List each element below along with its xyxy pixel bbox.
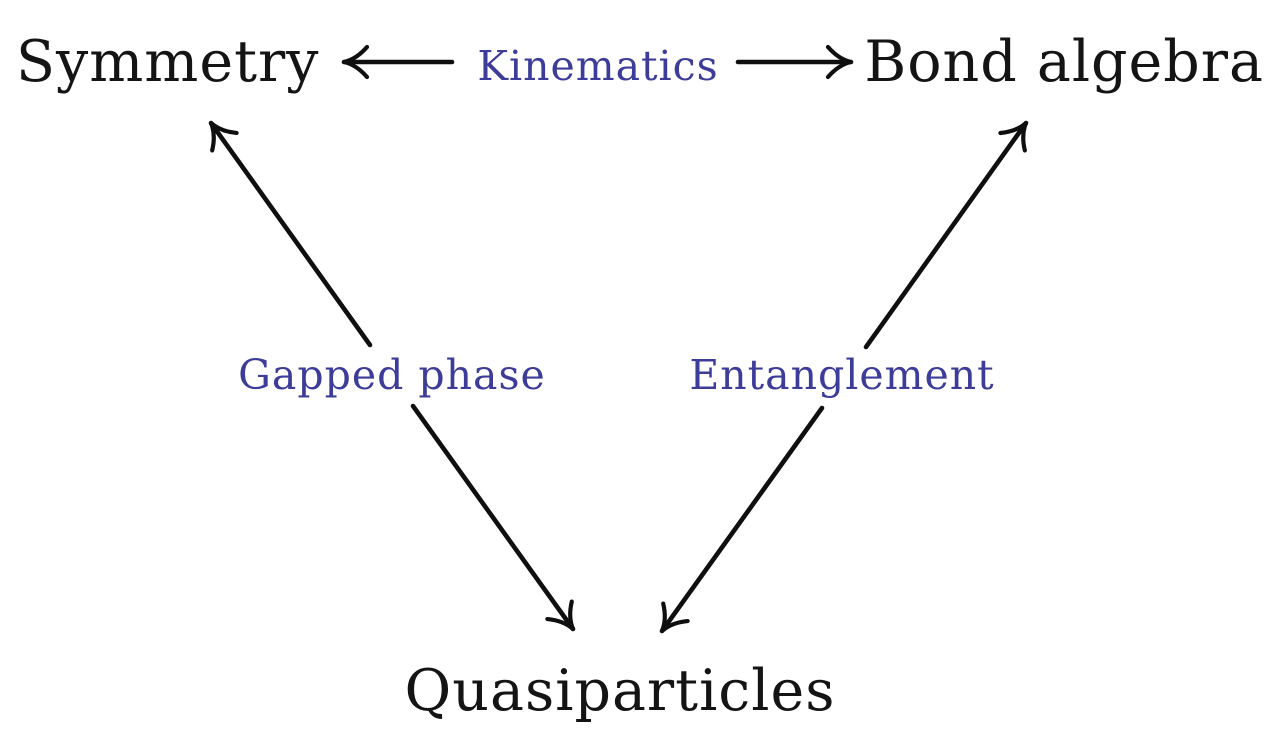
node-symmetry: Symmetry — [16, 29, 319, 95]
edge-label-gapped-phase: Gapped phase — [238, 351, 546, 399]
node-quasiparticles: Quasiparticles — [405, 658, 836, 724]
edge-entanglement: Entanglement — [659, 120, 1029, 634]
edge-gapped-phase: Gapped phase — [208, 120, 576, 632]
gapped-phase-arrow-to-quasiparticles — [410, 403, 576, 632]
gapped-phase-arrow-to-symmetry — [208, 120, 373, 348]
edge-label-kinematics: Kinematics — [477, 42, 718, 90]
node-bond-algebra: Bond algebra — [864, 29, 1264, 95]
entanglement-arrow-to-quasiparticles — [659, 405, 825, 634]
edge-kinematics: Kinematics — [341, 42, 854, 90]
edge-label-entanglement: Entanglement — [689, 351, 994, 399]
entanglement-arrow-to-bond-algebra — [863, 120, 1029, 350]
